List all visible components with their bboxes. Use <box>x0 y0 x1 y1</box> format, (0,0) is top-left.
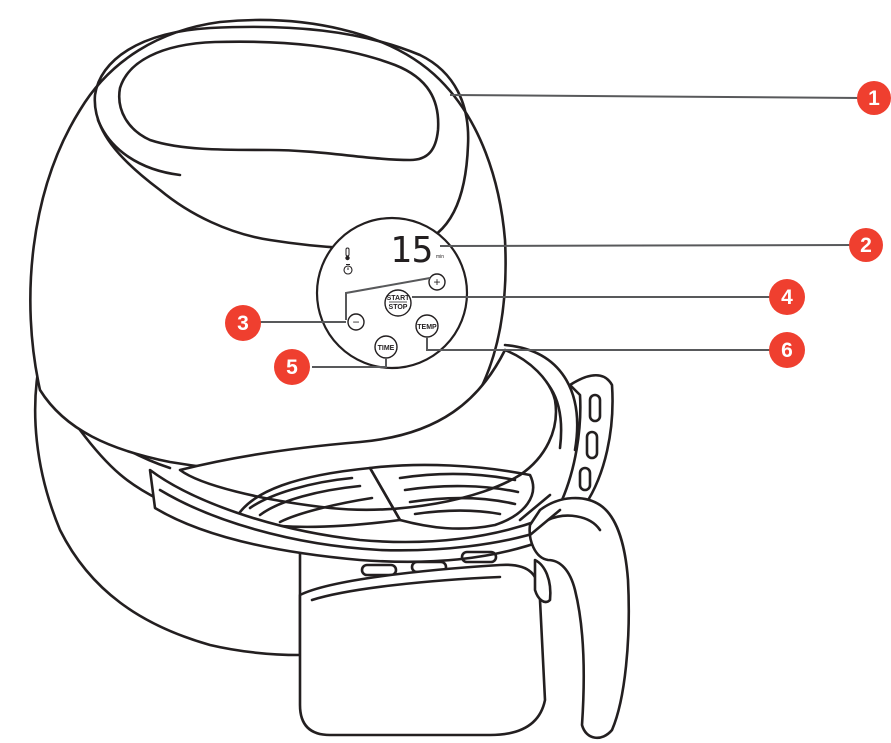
thermometer-icon <box>345 247 350 261</box>
basket-front-band <box>158 488 547 552</box>
svg-text:1: 1 <box>868 87 880 110</box>
svg-text:3: 3 <box>237 312 249 335</box>
leader-5 <box>312 358 387 368</box>
svg-text:TEMP: TEMP <box>417 324 437 331</box>
callout-2: 2 <box>849 228 883 262</box>
handle-mount <box>533 558 552 604</box>
basket-back-rim <box>503 343 579 452</box>
basket-handle[interactable] <box>528 496 631 739</box>
svg-text:5: 5 <box>286 356 298 379</box>
svg-text:−: − <box>352 315 359 329</box>
adjust-bracket <box>345 277 431 320</box>
leader-2 <box>439 244 856 247</box>
display-time: 15 <box>390 230 433 271</box>
callout-1: 1 <box>857 81 891 115</box>
svg-text:4: 4 <box>781 286 793 309</box>
basket-inner-bowl <box>178 348 558 511</box>
handle-grip-line <box>546 514 602 532</box>
svg-text:START: START <box>387 295 411 302</box>
svg-text:STOP: STOP <box>389 304 408 311</box>
lid-panel-inner <box>117 40 440 162</box>
temp-button[interactable]: TEMP <box>415 314 439 338</box>
callout-5: 5 <box>274 349 310 385</box>
lid-edge <box>96 118 182 177</box>
svg-text:TIME: TIME <box>378 345 395 352</box>
callout-4: 4 <box>769 279 805 315</box>
basket-front-panel-inner <box>310 575 502 602</box>
time-button[interactable]: TIME <box>374 335 398 359</box>
timer-icon <box>343 264 353 275</box>
basket-side-bracket <box>560 373 614 513</box>
svg-text:6: 6 <box>781 339 793 362</box>
callout-3: 3 <box>225 305 261 341</box>
start-stop-button[interactable]: START STOP <box>384 289 412 317</box>
lid-panel-outer <box>93 25 470 250</box>
callout-6: 6 <box>769 332 805 368</box>
handle-neck <box>518 493 562 537</box>
display-unit: min <box>436 254 444 260</box>
basket-front-panel <box>298 563 547 737</box>
svg-text:+: + <box>433 275 440 289</box>
minus-button[interactable]: − <box>347 313 365 331</box>
leader-6 <box>426 337 770 351</box>
leader-1 <box>449 94 863 99</box>
plus-button[interactable]: + <box>428 273 446 291</box>
svg-text:2: 2 <box>860 234 872 257</box>
